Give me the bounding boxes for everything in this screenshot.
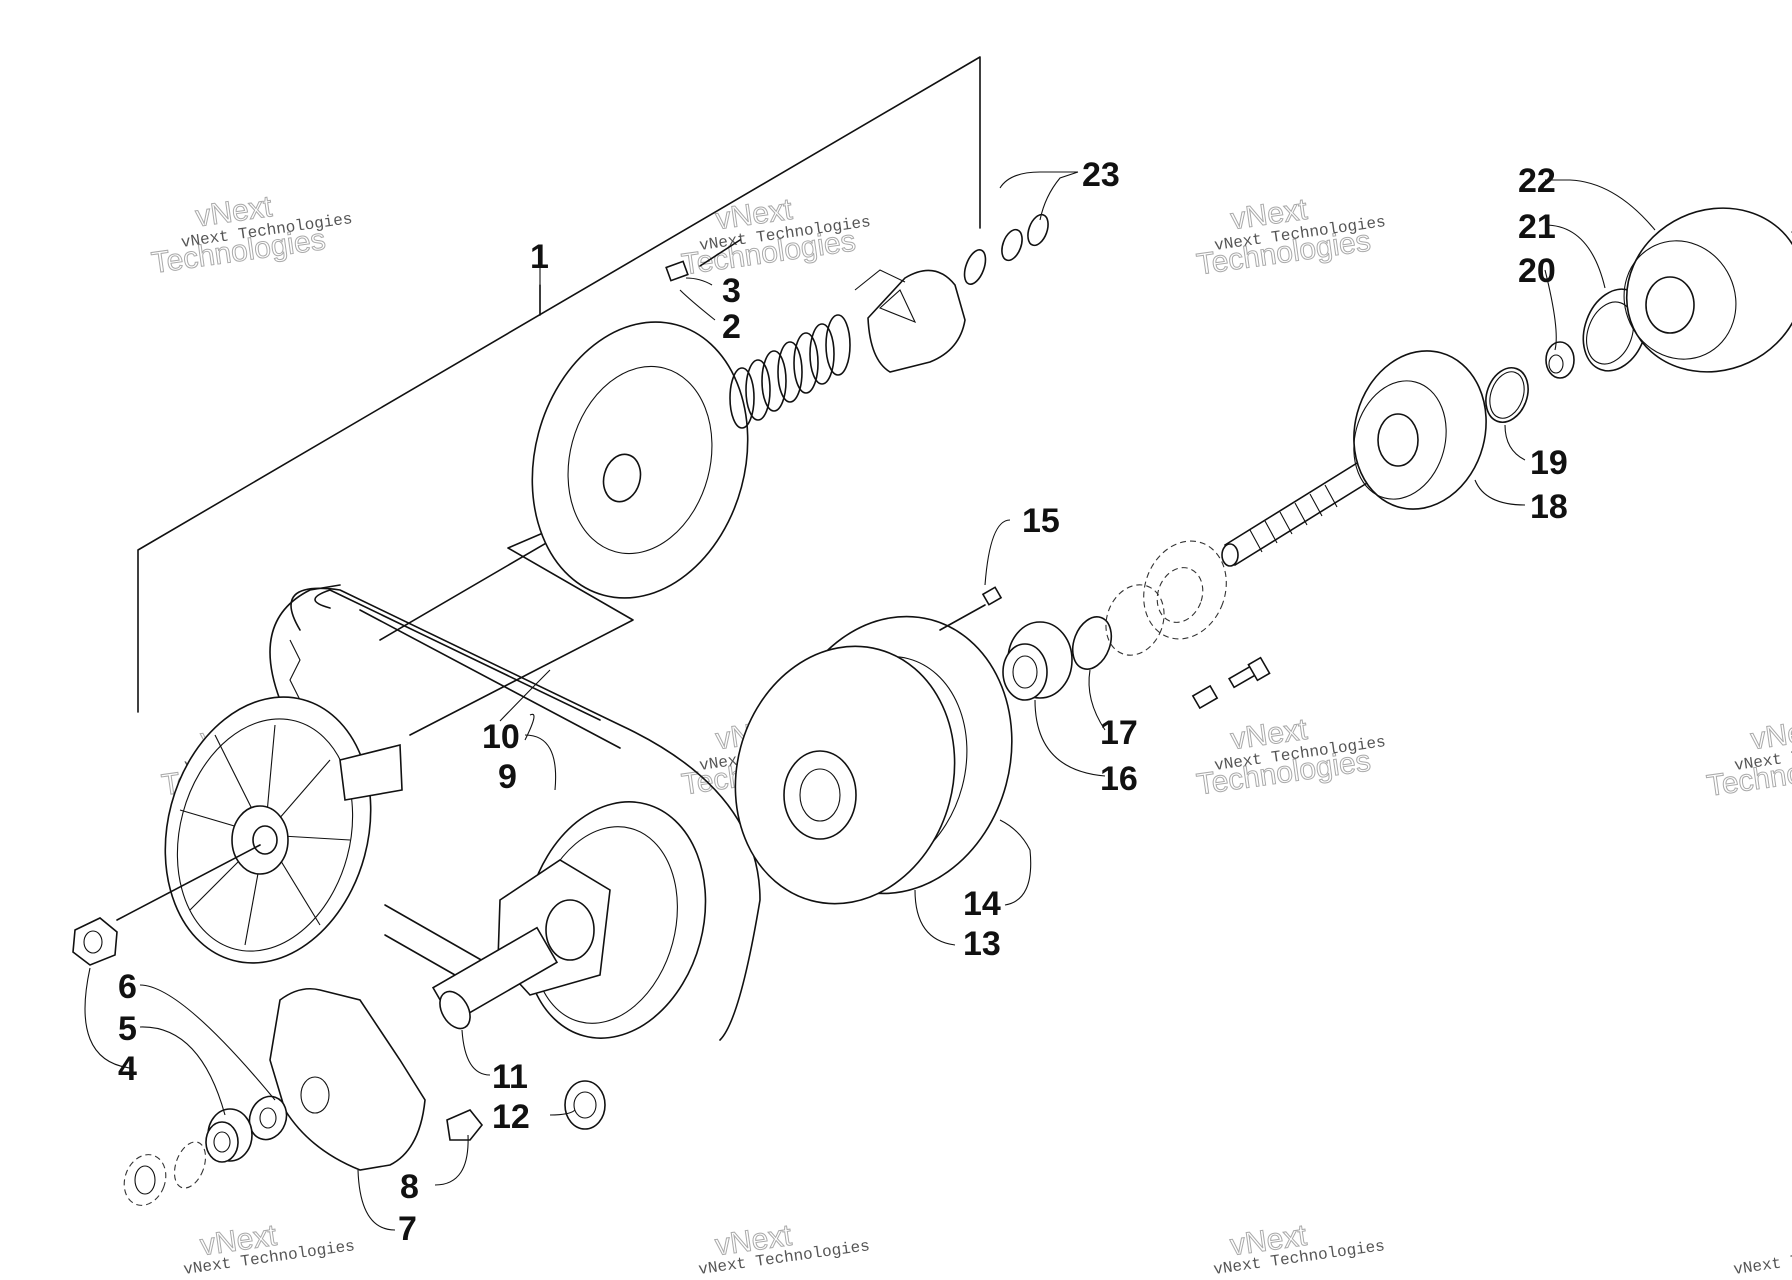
ring-17 — [1071, 616, 1113, 670]
driven-clutch-9 — [431, 801, 707, 1039]
bearing-16 — [1002, 621, 1073, 701]
callout-20: 20 — [1518, 252, 1556, 290]
watermark: vNext vNext Technologies — [182, 1218, 356, 1279]
button-part-2 — [665, 260, 689, 282]
callout-10: 10 — [482, 718, 520, 756]
leader-lines — [84, 171, 1656, 1231]
watermark: vNext Technologies vNext Technologies — [149, 190, 354, 281]
callout-21: 21 — [1518, 208, 1556, 246]
hub-18 — [1353, 350, 1487, 510]
clip-8 — [446, 1109, 484, 1141]
screw-15 — [939, 586, 1003, 631]
watermark: vNext vNext Technologies — [1212, 1218, 1386, 1279]
callout-12: 12 — [492, 1098, 530, 1136]
movable-sheave — [531, 321, 749, 599]
shaft-18 — [1221, 453, 1382, 567]
callout-2: 2 — [722, 308, 741, 346]
watermark: vNext Technologies vNext Technologies — [1704, 712, 1792, 803]
watermark: vNext vNext Technologies — [697, 1218, 871, 1279]
callout-3: 3 — [722, 272, 741, 310]
nut-4 — [72, 844, 261, 966]
callout-9: 9 — [498, 758, 517, 796]
bearing-dashed — [1105, 540, 1227, 656]
callout-22: 22 — [1518, 162, 1556, 200]
callout-23: 23 — [1082, 156, 1120, 194]
clutch-spring — [729, 314, 851, 429]
callout-15: 15 — [1022, 502, 1060, 540]
sheave-7 — [269, 987, 426, 1171]
callout-18: 18 — [1530, 488, 1568, 526]
callouts: 1 2 3 4 5 6 7 8 9 10 11 12 13 14 15 16 1… — [118, 156, 1568, 1248]
callout-13: 13 — [963, 925, 1001, 963]
callout-6: 6 — [118, 968, 137, 1006]
drive-clutch-13 — [734, 615, 1013, 905]
callout-8: 8 — [400, 1168, 419, 1206]
watermark: vNext Technologies vNext Technologies — [679, 192, 872, 282]
callout-17: 17 — [1100, 714, 1138, 752]
spider-cap — [854, 269, 966, 373]
callout-16: 16 — [1100, 760, 1138, 798]
callout-11: 11 — [492, 1058, 528, 1096]
watermark: vNext Technologies vNext Technologies — [1194, 192, 1387, 282]
watermark: vNext Technologies vNext Technologies — [1194, 712, 1387, 802]
ring-19 — [1485, 367, 1529, 423]
gear-22 — [1623, 207, 1792, 373]
pin-part-3 — [699, 239, 741, 267]
callout-5: 5 — [118, 1010, 137, 1048]
callout-14: 14 — [963, 885, 1001, 923]
callout-7: 7 — [398, 1210, 417, 1248]
callout-1: 1 — [530, 238, 549, 276]
drive-belt — [269, 584, 761, 1041]
watermark-small: vNext Technologies — [1732, 1237, 1792, 1279]
spacer-20 — [1545, 341, 1575, 379]
watermark: vNext Technologies — [1732, 1237, 1792, 1279]
retaining-rings-23 — [963, 213, 1049, 285]
driven-sheave — [164, 696, 403, 964]
ring-lower — [123, 1141, 207, 1206]
bolt-and-nut — [1191, 656, 1271, 710]
bearing-12 — [564, 1080, 606, 1130]
washer-6 — [248, 1095, 288, 1141]
bushing-5 — [205, 1108, 253, 1163]
callout-4: 4 — [118, 1050, 137, 1088]
callout-19: 19 — [1530, 444, 1568, 482]
